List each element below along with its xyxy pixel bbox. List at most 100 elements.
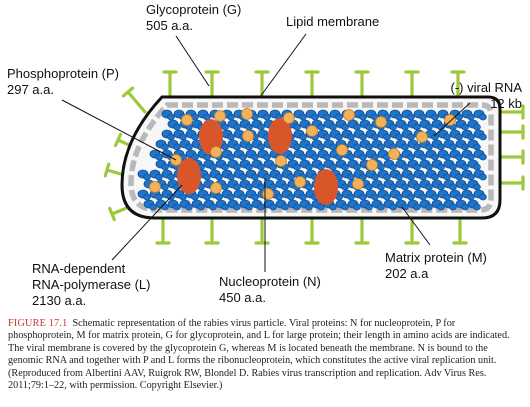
polymerase-line1: RNA-dependent (32, 261, 126, 276)
nucleoprotein-lobe (221, 123, 229, 131)
nucleoprotein-lobe (251, 153, 259, 161)
nucleoprotein-lobe (425, 163, 433, 171)
nucleoprotein-unit (233, 189, 247, 201)
nucleoprotein-unit (359, 199, 373, 211)
matrix-protein-size: 202 a.a (385, 266, 429, 281)
nucleoprotein-lobe (299, 193, 307, 201)
nucleoprotein-unit (419, 199, 433, 211)
nucleoprotein-lobe (407, 133, 415, 141)
nucleoprotein-lobe (389, 163, 397, 171)
phosphoprotein-p (352, 178, 364, 190)
phosphoprotein-name: Phosphoprotein (P) (7, 66, 120, 81)
nucleoprotein-unit (473, 129, 487, 141)
nucleoprotein-lobe (467, 173, 475, 181)
nucleoprotein-lobe (317, 203, 325, 211)
nucleoprotein-lobe (443, 153, 451, 161)
nucleoprotein-unit (365, 169, 379, 181)
nucleoprotein-unit (311, 159, 325, 171)
nucleoprotein-lobe (221, 203, 229, 211)
nucleoprotein-unit (473, 149, 487, 161)
nucleoprotein-lobe (425, 203, 433, 211)
phosphoprotein-p (241, 108, 253, 120)
nucleoprotein-lobe (245, 123, 253, 131)
nucleoprotein-lobe (161, 203, 169, 211)
nucleoprotein-lobe (347, 133, 355, 141)
nucleoprotein-lobe (299, 133, 307, 141)
nucleoprotein-lobe (203, 113, 211, 121)
glycoprotein-spike (162, 70, 178, 98)
phosphoprotein-p (366, 159, 378, 171)
nucleoprotein-lobe (203, 193, 211, 201)
nucleoprotein-lobe (461, 143, 469, 151)
nucleoprotein-unit (353, 149, 367, 161)
nucleoprotein-lobe (257, 143, 265, 151)
phosphoprotein-p (336, 144, 348, 156)
nucleoprotein-unit (335, 199, 349, 211)
nucleoprotein-lobe (245, 203, 253, 211)
nucleoprotein-lobe (449, 203, 457, 211)
phosphoprotein-p (416, 131, 428, 143)
glycoprotein-spike (452, 217, 468, 245)
nucleoprotein-unit (437, 149, 451, 161)
nucleoprotein-lobe (377, 183, 385, 191)
nucleoprotein-lobe (407, 173, 415, 181)
nucleoprotein-unit (407, 179, 421, 191)
nucleoprotein-unit (431, 159, 445, 171)
nucleoprotein-unit (257, 149, 271, 161)
nucleoprotein-unit (263, 159, 277, 171)
nucleoprotein-size: 450 a.a. (219, 290, 266, 305)
glycoprotein-spike (254, 217, 270, 245)
nucleoprotein-lobe (317, 143, 325, 151)
rna-polymerase-l (268, 118, 292, 154)
nucleoprotein-unit (413, 189, 427, 201)
nucleoprotein-unit (251, 119, 265, 131)
nucleoprotein-unit (347, 199, 361, 211)
nucleoprotein-unit (233, 169, 247, 181)
nucleoprotein-lobe (155, 173, 163, 181)
nucleoprotein-lobe (221, 163, 229, 171)
nucleoprotein-lobe (323, 133, 331, 141)
nucleoprotein-unit (455, 119, 469, 131)
nucleoprotein-lobe (461, 163, 469, 171)
phosphoprotein-label: Phosphoprotein (P) 297 a.a. (7, 66, 119, 98)
nucleoprotein-label: Nucleoprotein (N) 450 a.a. (219, 274, 321, 306)
nucleoprotein-unit (329, 129, 343, 141)
nucleoprotein-lobe (419, 153, 427, 161)
nucleoprotein-lobe (455, 173, 463, 181)
nucleoprotein-lobe (221, 183, 229, 191)
nucleoprotein-unit (179, 199, 193, 211)
nucleoprotein-lobe (179, 193, 187, 201)
nucleoprotein-lobe (329, 123, 337, 131)
matrix-protein-name: Matrix protein (M) (385, 250, 487, 265)
nucleoprotein-unit (413, 109, 427, 121)
nucleoprotein-lobe (449, 183, 457, 191)
nucleoprotein-lobe (347, 153, 355, 161)
lipid-membrane-label: Lipid membrane (286, 14, 379, 30)
glycoprotein-spike (450, 70, 466, 98)
lipid-membrane-name: Lipid membrane (286, 14, 380, 29)
nucleoprotein-lobe (215, 173, 223, 181)
nucleoprotein-lobe (413, 143, 421, 151)
nucleoprotein-unit (251, 199, 265, 211)
nucleoprotein-lobe (365, 203, 373, 211)
nucleoprotein-lobe (371, 153, 379, 161)
nucleoprotein-lobe (299, 153, 307, 161)
glycoprotein-size: 505 a.a. (146, 18, 193, 33)
nucleoprotein-lobe (353, 163, 361, 171)
nucleoprotein-lobe (377, 163, 385, 171)
nucleoprotein-lobe (461, 123, 469, 131)
glycoprotein-spike (254, 70, 270, 98)
nucleoprotein-lobe (365, 143, 373, 151)
nucleoprotein-unit (389, 109, 403, 121)
nucleoprotein-unit (263, 179, 277, 191)
nucleoprotein-lobe (209, 203, 217, 211)
nucleoprotein-lobe (305, 203, 313, 211)
nucleoprotein-lobe (353, 143, 361, 151)
nucleoprotein-lobe (329, 163, 337, 171)
nucleoprotein-unit (473, 189, 487, 201)
glycoprotein-spike (155, 217, 171, 245)
rabies-virus-diagram (61, 33, 525, 272)
phosphoprotein-p (375, 116, 387, 128)
nucleoprotein-unit (137, 169, 151, 181)
nucleoprotein-lobe (389, 123, 397, 131)
